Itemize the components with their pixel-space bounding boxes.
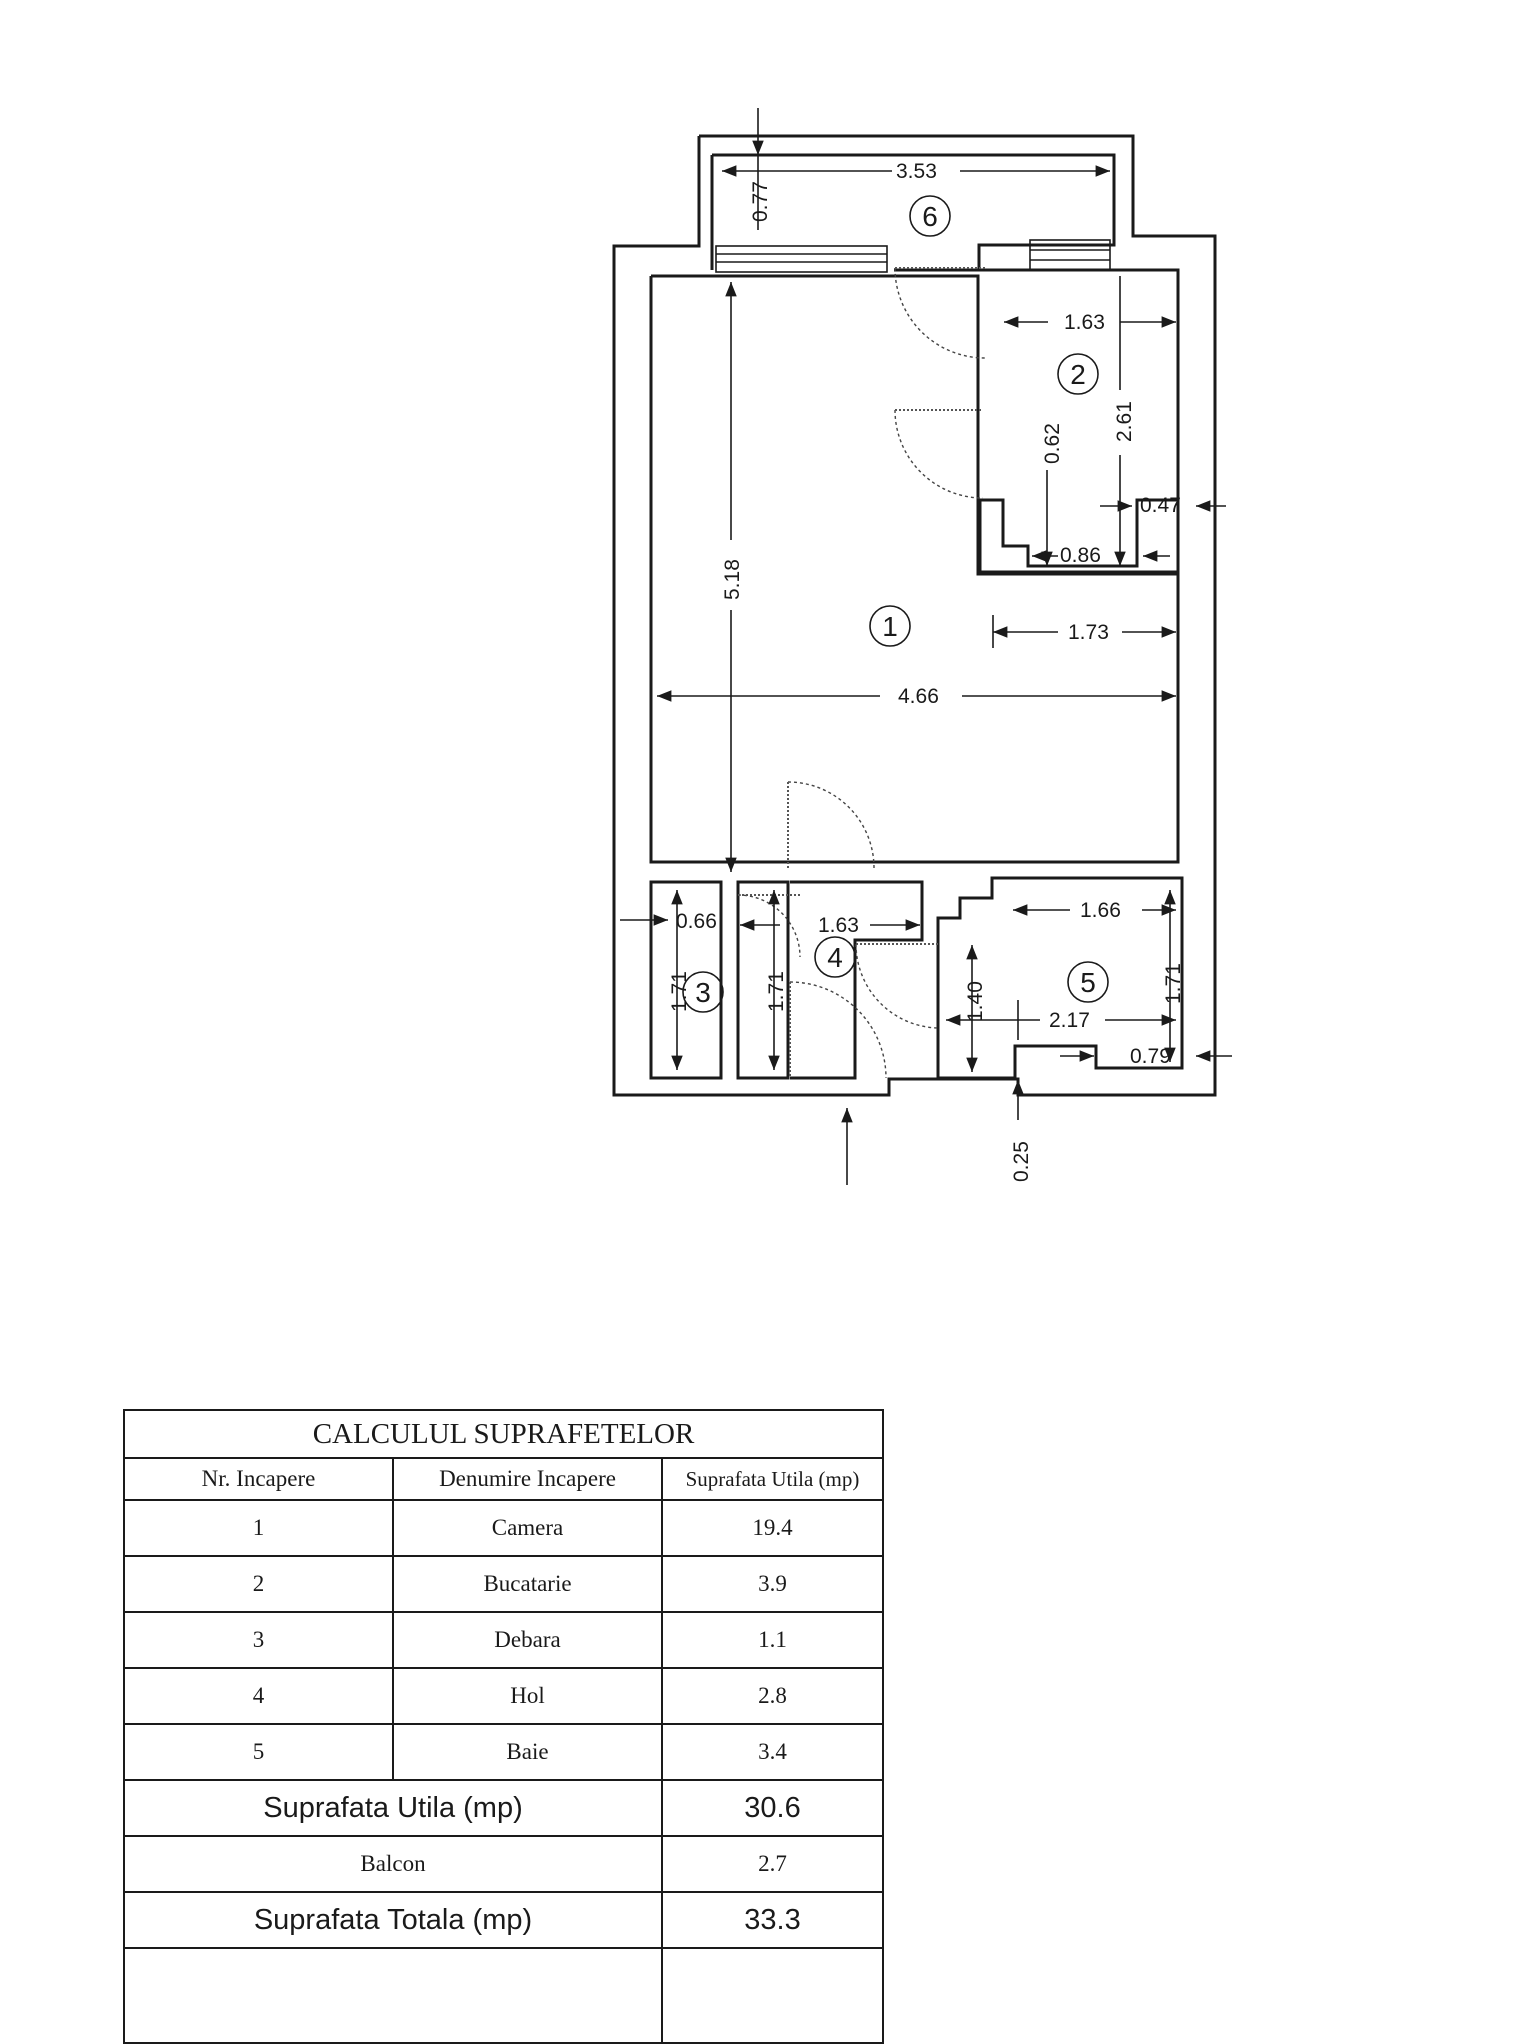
empty-cell [125,1949,663,2042]
room-area: 3.4 [758,1739,787,1764]
total-area-row: Suprafata Totala (mp) 33.3 [125,1891,882,1947]
empty-cell [663,1949,882,2042]
room-number: 4 [125,1669,394,1723]
room-name: Camera [394,1501,663,1555]
useful-area-row: Suprafata Utila (mp) 30.6 [125,1779,882,1835]
room-area: 2.8 [758,1683,787,1708]
empty-row [125,1947,882,2042]
dim-balcony-width: 3.53 [896,160,937,183]
dimension-lines [620,108,1232,1185]
room-name: Baie [394,1725,663,1779]
dim-wall-offset: 0.25 [1010,1141,1033,1182]
room-name: Hol [394,1669,663,1723]
useful-area-value: 30.6 [744,1791,801,1824]
outer-walls [612,134,1217,1097]
dim-hall-width: 1.63 [818,914,859,937]
dim-bath-notch: 0.79 [1130,1045,1171,1068]
room-name: Debara [394,1613,663,1667]
balcony-value: 2.7 [758,1851,787,1876]
table-row: 3 Debara 1.1 [125,1611,882,1667]
room-area: 1.1 [758,1627,787,1652]
dim-bath-width: 2.17 [1049,1009,1090,1032]
dim-room-offset: 1.73 [1068,621,1109,644]
dim-hall-height: 1.71 [765,971,788,1012]
header-room-name: Denumire Incapere [394,1459,663,1499]
dim-bath-height: 1.71 [1162,963,1185,1004]
room-number-6: 6 [922,201,938,232]
dim-kitchen-notch-width: 0.86 [1060,544,1101,567]
dim-room-width: 4.66 [898,685,939,708]
doors [737,267,986,1079]
room-number-4: 4 [827,942,843,973]
dim-bath-left-height: 1.40 [964,981,987,1022]
total-area-value: 33.3 [744,1903,801,1936]
table-header: Nr. Incapere Denumire Incapere Suprafata… [125,1457,882,1499]
table-row: 2 Bucatarie 3.9 [125,1555,882,1611]
useful-area-label: Suprafata Utila (mp) [125,1781,663,1835]
room-number: 3 [125,1613,394,1667]
table-row: 5 Baie 3.4 [125,1723,882,1779]
dim-balcony-depth: 0.77 [749,181,772,222]
header-useful-area: Suprafata Utila (mp) [685,1466,860,1491]
room-area: 3.9 [758,1571,787,1596]
dim-kitchen-width: 1.63 [1064,311,1105,334]
window [715,239,1111,273]
total-area-label: Suprafata Totala (mp) [125,1893,663,1947]
room-number-1: 1 [882,611,898,642]
header-room-number: Nr. Incapere [125,1459,394,1499]
room-number-3: 3 [695,977,711,1008]
table-row: 1 Camera 19.4 [125,1499,882,1555]
area-table: CALCULUL SUPRAFETELOR Nr. Incapere Denum… [123,1409,884,2044]
floor-plan: 3.53 0.77 1.63 2.61 0.62 0.47 0.86 5.18 … [612,108,1232,1185]
balcony-row: Balcon 2.7 [125,1835,882,1891]
room-numbers: 6 2 1 3 4 5 [682,195,1109,1013]
table-row: 4 Hol 2.8 [125,1667,882,1723]
dim-bath-width-top: 1.66 [1080,899,1121,922]
room-number-5: 5 [1080,967,1096,998]
room-number: 1 [125,1501,394,1555]
room-area: 19.4 [752,1515,793,1540]
room-name: Bucatarie [394,1557,663,1611]
dim-kitchen-notch-right: 0.47 [1140,494,1181,517]
room-number: 5 [125,1725,394,1779]
dim-storage-width: 0.66 [676,910,717,933]
room-number: 2 [125,1557,394,1611]
dim-kitchen-height: 2.61 [1113,401,1136,442]
table-title: CALCULUL SUPRAFETELOR [312,1417,695,1450]
dim-kitchen-notch-height: 0.62 [1041,423,1064,464]
dim-room-height: 5.18 [721,559,744,600]
room-number-2: 2 [1070,359,1086,390]
balcony-label: Balcon [125,1837,663,1891]
